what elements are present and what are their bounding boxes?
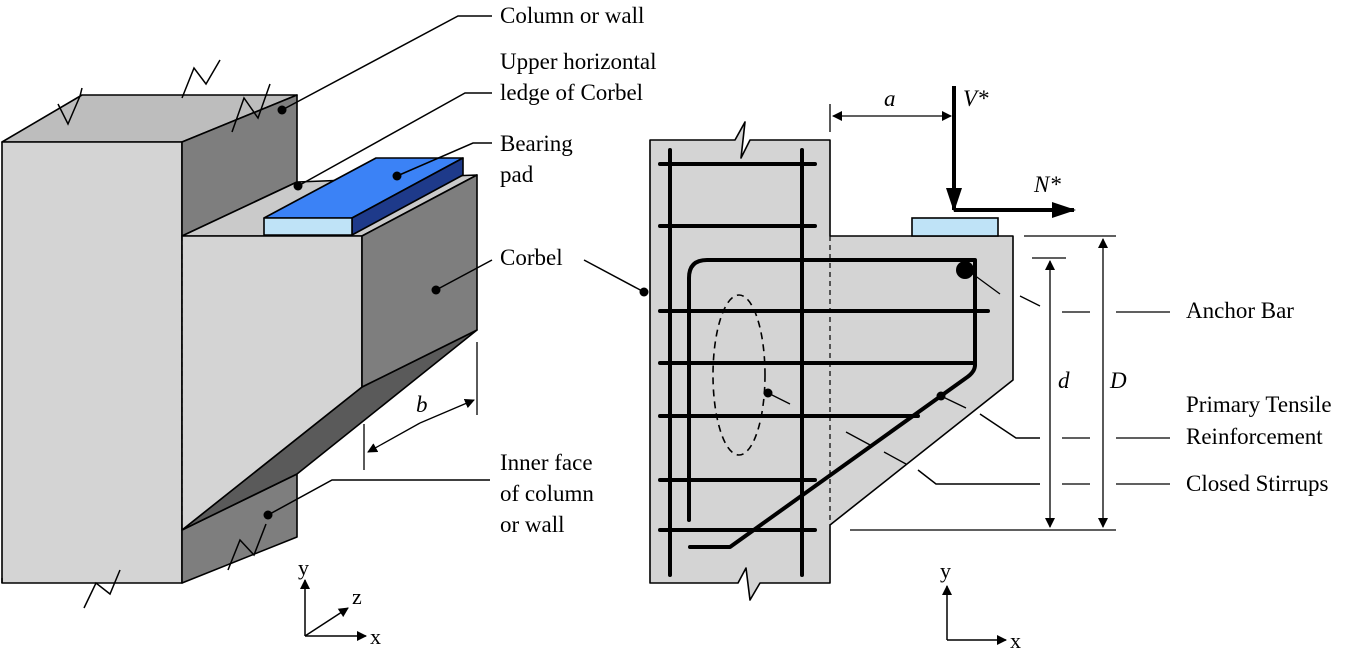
dot-bearing-pad xyxy=(392,171,402,181)
dim-D-label: D xyxy=(1109,368,1127,393)
left-axis-z-line xyxy=(304,607,349,637)
ellipse-leader xyxy=(767,392,791,405)
elev-bearing-pad xyxy=(911,217,999,237)
right-axis-x-label: x xyxy=(1010,628,1021,653)
anchor-bar-dot xyxy=(956,261,974,279)
left-axis-y-label: y xyxy=(298,555,309,580)
bearing-pad-front xyxy=(263,217,353,236)
label-anchor-bar: Anchor Bar xyxy=(1186,298,1294,323)
dim-a-label: a xyxy=(884,86,896,111)
label-upper-ledge-line2: ledge of Corbel xyxy=(500,80,643,105)
column-front-face xyxy=(1,141,183,584)
primary-tensile-bar xyxy=(687,258,977,522)
break-mark-side-top xyxy=(231,83,271,133)
dim-b-label: b xyxy=(416,392,428,417)
dot-corbel xyxy=(431,285,441,295)
label-upper-ledge-line1: Upper horizontal xyxy=(500,49,656,74)
leader-corbel xyxy=(435,259,493,291)
leader-inner-face xyxy=(267,479,490,516)
leader-upper-ledge xyxy=(297,92,492,187)
isometric-corbel-view: b Column or wall Upper horizontal ledge … xyxy=(1,3,656,649)
load-n-label: N* xyxy=(1033,172,1061,197)
inclined-bar xyxy=(688,363,977,549)
dim-b-arrow-b xyxy=(419,398,475,424)
leader-column-or-wall xyxy=(281,15,492,111)
break-mark-top-mid xyxy=(181,59,221,99)
left-axis-z-label: z xyxy=(352,584,362,609)
leader-corbel-elevation xyxy=(583,259,645,293)
label-bearing-pad-line2: pad xyxy=(500,162,534,187)
load-v-label: V* xyxy=(963,86,989,111)
leader-anchor-bar-2 xyxy=(1019,295,1041,307)
break-mark-top-left xyxy=(57,87,83,126)
corbel-side-face xyxy=(361,174,478,388)
label-column-or-wall: Column or wall xyxy=(500,3,644,28)
leader-bearing-pad xyxy=(396,142,492,177)
dim-d-label: d xyxy=(1058,368,1070,393)
label-bearing-pad-line1: Bearing xyxy=(500,131,573,156)
label-corbel: Corbel xyxy=(500,245,563,270)
leader-stirrups-2 xyxy=(883,451,907,465)
label-inner-face-line2: of column xyxy=(500,481,594,506)
leader-stirrups-3 xyxy=(917,469,1040,485)
label-primary-tensile-line1: Primary Tensile xyxy=(1186,392,1332,417)
leader-primary-1 xyxy=(940,395,967,409)
label-closed-stirrups: Closed Stirrups xyxy=(1186,471,1329,496)
leader-stirrups-1 xyxy=(845,431,873,447)
dim-b-arrow-a xyxy=(367,422,421,453)
leader-anchor-bar-1 xyxy=(969,271,1001,295)
dot-column-or-wall xyxy=(277,105,287,115)
label-primary-tensile-line2: Reinforcement xyxy=(1186,424,1323,449)
right-leaders xyxy=(845,271,1170,485)
leader-primary-2 xyxy=(979,413,1040,439)
dot-upper-ledge xyxy=(293,181,303,191)
dot-inner-face xyxy=(263,510,273,520)
dot-corbel-elevation xyxy=(639,287,649,297)
label-inner-face-line1: Inner face xyxy=(500,450,593,475)
right-axes: y x xyxy=(940,558,1021,653)
right-axis-y-label: y xyxy=(940,558,951,583)
left-axis-x-label: x xyxy=(370,624,381,649)
elevation-corbel-view: V* N* a d D xyxy=(583,86,1332,653)
break-mark-side-bottom xyxy=(227,523,267,571)
label-inner-face-line3: or wall xyxy=(500,512,565,537)
bar-bundle-ellipse xyxy=(712,294,766,456)
break-mark-bottom-left xyxy=(83,569,121,609)
left-axes: y z x xyxy=(298,555,381,649)
